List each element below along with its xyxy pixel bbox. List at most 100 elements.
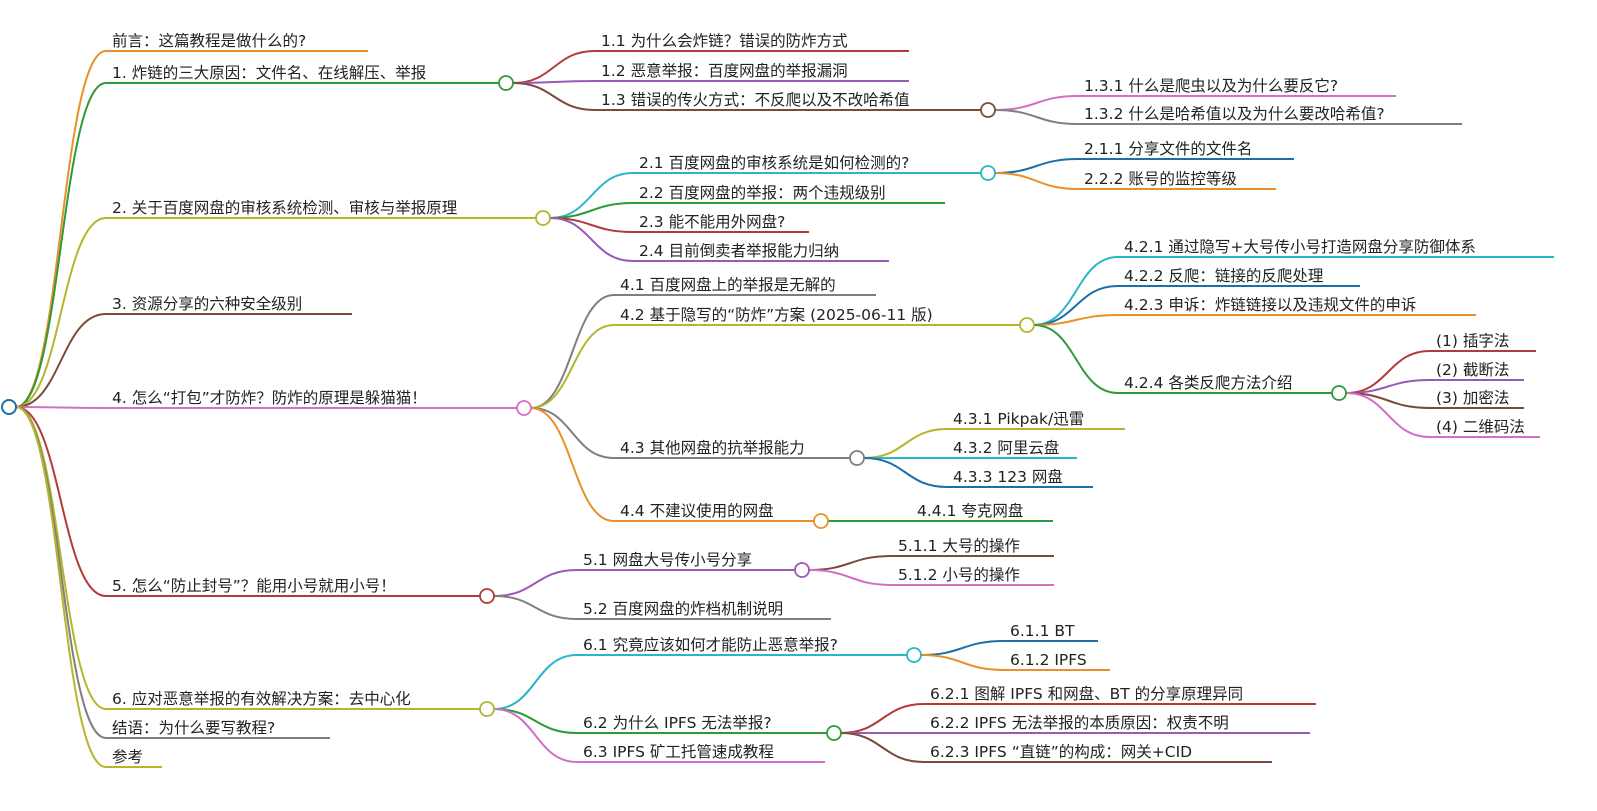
collapse-toggle-n5[interactable] xyxy=(479,588,495,604)
node-label-n5[interactable]: 5. 怎么“防止封号”？能用小号就用小号！ xyxy=(112,577,396,595)
node-label-n4_2_2[interactable]: 4.2.2 反爬：链接的反爬处理 xyxy=(1124,267,1323,285)
edge-n4_2_4 xyxy=(1033,324,1119,394)
node-label-n2_2[interactable]: 2.2 百度网盘的举报：两个违规级别 xyxy=(639,183,886,202)
node-label-n1_3_2[interactable]: 1.3.2 什么是哈希值以及为什么要改哈希值? xyxy=(1084,105,1385,123)
edge-n1_3_2 xyxy=(994,109,1079,125)
node-label-n5_2[interactable]: 5.2 百度网盘的炸档机制说明 xyxy=(583,599,783,618)
edge-n1 xyxy=(15,82,107,408)
node-label-n6_2_3[interactable]: 6.2.3 IPFS “直链”的构成：网关+CID xyxy=(930,743,1192,761)
node-label-refs[interactable]: 参考 xyxy=(112,748,143,766)
node-label-n2_3[interactable]: 2.3 能不能用外网盘? xyxy=(639,212,785,231)
edge-n4 xyxy=(15,406,107,409)
edge-n1_3 xyxy=(512,82,596,111)
edge-n6_2_3 xyxy=(840,732,925,763)
node-label-n4_1[interactable]: 4.1 百度网盘上的举报是无解的 xyxy=(620,275,836,294)
node-label-n1[interactable]: 1. 炸链的三大原因：文件名、在线解压、举报 xyxy=(112,64,426,82)
node-label-n4_4[interactable]: 4.4 不建议使用的网盘 xyxy=(620,501,774,520)
node-label-n4_2_3[interactable]: 4.2.3 申诉：炸链链接以及违规文件的申诉 xyxy=(1124,296,1416,314)
edge-n4_2_2 xyxy=(1033,285,1119,326)
node-label-n4_3_1[interactable]: 4.3.1 Pikpak/迅雷 xyxy=(953,410,1084,428)
node-label-preface[interactable]: 前言：这篇教程是做什么的? xyxy=(112,32,306,50)
root-node[interactable] xyxy=(1,399,17,415)
edge-n1_3_1 xyxy=(994,95,1079,111)
node-label-n4_4_1[interactable]: 4.4.1 夸克网盘 xyxy=(917,501,1023,520)
edge-refs xyxy=(15,406,107,768)
node-label-n2[interactable]: 2. 关于百度网盘的审核系统检测、审核与举报原理 xyxy=(112,198,457,217)
node-label-n5_1[interactable]: 5.1 网盘大号传小号分享 xyxy=(583,550,752,569)
edge-n4_3_1 xyxy=(863,428,948,459)
node-label-m3[interactable]: (3) 加密法 xyxy=(1436,389,1509,407)
node-label-n3[interactable]: 3. 资源分享的六种安全级别 xyxy=(112,295,302,313)
edge-n6 xyxy=(15,406,107,710)
node-label-n6_1_1[interactable]: 6.1.1 BT xyxy=(1010,622,1075,640)
edge-n5 xyxy=(15,406,107,597)
edge-n6_1_1 xyxy=(920,640,1005,656)
node-label-n4[interactable]: 4. 怎么“打包”才防炸？防炸的原理是躲猫猫！ xyxy=(112,389,427,407)
collapse-toggle-n5_1[interactable] xyxy=(794,562,810,578)
collapse-toggle-n2_1[interactable] xyxy=(980,165,996,181)
node-label-n6_1[interactable]: 6.1 究竟应该如何才能防止恶意举报? xyxy=(583,635,838,654)
edge-n5_1 xyxy=(493,569,578,597)
node-label-n6_3[interactable]: 6.3 IPFS 矿工托管速成教程 xyxy=(583,743,774,761)
edge-n4_2 xyxy=(530,324,615,409)
edge-n2_1 xyxy=(549,172,634,219)
node-label-m1[interactable]: (1) 插字法 xyxy=(1436,332,1509,350)
mind-map-nodes: 前言：这篇教程是做什么的? 1. 炸链的三大原因：文件名、在线解压、举报 1.1 为… xyxy=(1,32,1525,766)
node-label-n6_1_2[interactable]: 6.1.2 IPFS xyxy=(1010,651,1087,669)
edge-n3 xyxy=(15,313,107,408)
edge-n2_4 xyxy=(549,217,634,262)
node-label-n4_3_2[interactable]: 4.3.2 阿里云盘 xyxy=(953,438,1059,457)
node-label-n2_2_2[interactable]: 2.2.2 账号的监控等级 xyxy=(1084,170,1237,188)
node-label-n1_1[interactable]: 1.1 为什么会炸链？错误的防炸方式 xyxy=(601,32,848,50)
node-label-n4_2_1[interactable]: 4.2.1 通过隐写+大号传小号打造网盘分享防御体系 xyxy=(1124,237,1476,256)
edge-n6_2 xyxy=(493,708,578,734)
collapse-toggle-n2[interactable] xyxy=(535,210,551,226)
node-label-n2_1_1[interactable]: 2.1.1 分享文件的文件名 xyxy=(1084,140,1252,158)
node-label-n4_2_4[interactable]: 4.2.4 各类反爬方法介绍 xyxy=(1124,374,1292,392)
edge-n4_2_1 xyxy=(1033,256,1119,326)
edge-n6_1_2 xyxy=(920,654,1005,671)
collapse-toggle-n4_4[interactable] xyxy=(813,513,829,529)
node-label-n1_3[interactable]: 1.3 错误的传火方式：不反爬以及不改哈希值 xyxy=(601,91,910,109)
node-label-n4_3_3[interactable]: 4.3.3 123 网盘 xyxy=(953,467,1063,486)
edge-n2 xyxy=(15,217,107,408)
node-label-n1_2[interactable]: 1.2 恶意举报：百度网盘的举报漏洞 xyxy=(601,61,848,80)
collapse-toggle-n1[interactable] xyxy=(498,75,514,91)
node-label-n6_2_2[interactable]: 6.2.2 IPFS 无法举报的本质原因：权责不明 xyxy=(930,714,1229,732)
edge-n5_1_1 xyxy=(808,555,893,571)
edge-n5_2 xyxy=(493,595,578,620)
node-label-n5_1_2[interactable]: 5.1.2 小号的操作 xyxy=(898,566,1020,584)
edge-n1_1 xyxy=(512,50,596,84)
node-label-n1_3_1[interactable]: 1.3.1 什么是爬虫以及为什么要反它? xyxy=(1084,77,1338,95)
collapse-toggle-n4_2[interactable] xyxy=(1019,317,1035,333)
edge-n4_3 xyxy=(530,407,615,459)
node-label-n6_2[interactable]: 6.2 为什么 IPFS 无法举报? xyxy=(583,714,772,732)
collapse-toggle-n1_3[interactable] xyxy=(980,102,996,118)
collapse-toggle-n6_2[interactable] xyxy=(826,725,842,741)
node-label-m4[interactable]: (4) 二维码法 xyxy=(1436,418,1525,436)
collapse-toggle-n6_1[interactable] xyxy=(906,647,922,663)
node-label-m2[interactable]: (2) 截断法 xyxy=(1436,361,1509,379)
edge-n2_2_2 xyxy=(994,172,1079,190)
edge-m4 xyxy=(1345,392,1431,438)
node-label-n2_1[interactable]: 2.1 百度网盘的审核系统是如何检测的? xyxy=(639,153,909,172)
edge-m1 xyxy=(1345,350,1431,394)
collapse-toggle-n4_2_4[interactable] xyxy=(1331,385,1347,401)
edge-n6_1 xyxy=(493,654,578,710)
edge-n4_1 xyxy=(530,294,615,409)
node-label-n6[interactable]: 6. 应对恶意举报的有效解决方案：去中心化 xyxy=(112,689,411,708)
edge-n2_1_1 xyxy=(994,158,1079,174)
node-label-n6_2_1[interactable]: 6.2.1 图解 IPFS 和网盘、BT 的分享原理异同 xyxy=(930,684,1243,703)
edge-n4_4 xyxy=(530,407,615,522)
edge-conclusion xyxy=(15,406,107,739)
node-label-conclusion[interactable]: 结语：为什么要写教程? xyxy=(112,719,275,737)
node-label-n4_3[interactable]: 4.3 其他网盘的抗举报能力 xyxy=(620,438,805,457)
node-label-n5_1_1[interactable]: 5.1.1 大号的操作 xyxy=(898,537,1020,555)
node-label-n4_2[interactable]: 4.2 基于隐写的“防炸”方案 (2025-06-11 版) xyxy=(620,306,933,324)
mind-map-edges xyxy=(15,50,1554,768)
collapse-toggle-n4[interactable] xyxy=(516,400,532,416)
edge-n4_2_3 xyxy=(1033,314,1119,326)
node-label-n2_4[interactable]: 2.4 目前倒卖者举报能力归纳 xyxy=(639,242,839,260)
collapse-toggle-n6[interactable] xyxy=(479,701,495,717)
collapse-toggle-n4_3[interactable] xyxy=(849,450,865,466)
